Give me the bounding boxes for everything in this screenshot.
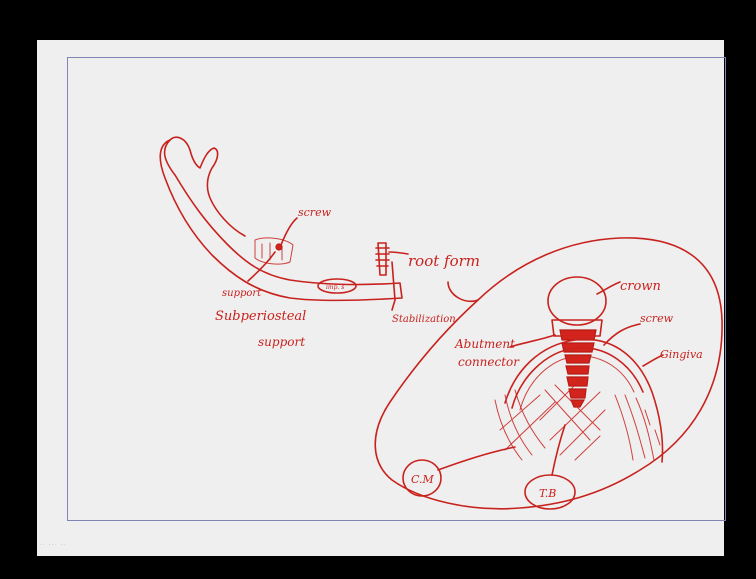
stabilization-leader <box>392 262 395 310</box>
subperiosteal-frame <box>255 238 293 264</box>
nerve-oval-label: imp. s <box>326 284 344 291</box>
bubble-tail <box>448 282 478 301</box>
label-screw-top: screw <box>298 206 332 219</box>
label-crown: crown <box>620 279 661 294</box>
handwritten-labels: screw root form support Subperiosteal su… <box>215 206 703 500</box>
label-stabilization: Stabilization <box>392 314 456 325</box>
label-cm: C.M <box>411 473 435 486</box>
label-subperiosteal: Subperiosteal <box>215 309 306 324</box>
label-tb: T.B <box>539 487 556 500</box>
label-support-2: support <box>258 335 305 349</box>
label-root-form: root form <box>408 252 480 270</box>
mandible-sketch: imp. s <box>160 137 408 310</box>
label-abutment: Abutment <box>454 337 515 351</box>
root-form-implant <box>376 243 389 275</box>
screw-right-leader <box>604 324 640 345</box>
cm-leader <box>438 447 515 470</box>
abutment-leader <box>510 335 555 347</box>
bone-lines-right <box>615 395 660 460</box>
label-support: support <box>222 288 262 299</box>
label-gingiva: Gingiva <box>660 348 703 361</box>
crown-shape <box>548 277 606 325</box>
screw-leader <box>281 218 297 245</box>
magnify-bubble <box>375 238 722 509</box>
implant-detail-sketch <box>375 238 722 509</box>
label-screw-right: screw <box>640 312 674 325</box>
label-connector: connector <box>458 355 520 369</box>
root-form-leader <box>389 252 408 254</box>
